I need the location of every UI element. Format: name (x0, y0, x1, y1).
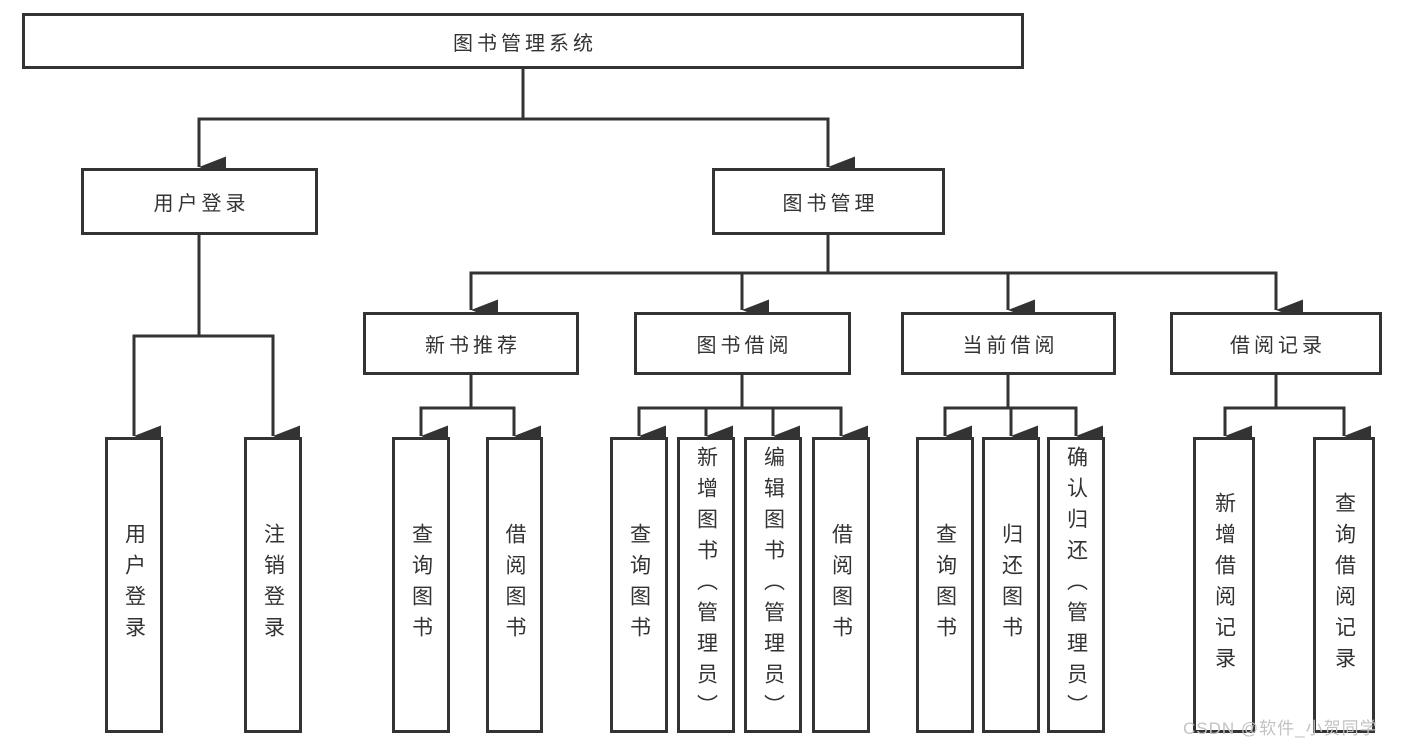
node-label: 查询图书 (409, 523, 433, 647)
node-label: 借阅图书 (503, 523, 526, 647)
node-label: 注销登录 (261, 523, 285, 647)
node-label: 借阅图书 (829, 523, 853, 647)
leaf-current-return-books: 归还图书 (982, 437, 1040, 733)
node-label: 用户登录 (153, 193, 250, 215)
leaf-recommend-borrow-books: 借阅图书 (486, 437, 543, 733)
node-label: 图书管理 (782, 193, 879, 215)
node-label: 当前借阅 (962, 335, 1059, 357)
leaf-borrowing-add-books-admin: 新增图书（管理员） (677, 437, 735, 733)
node-label: 新增图书（管理员） (694, 445, 718, 725)
node-label: 新增借阅记录 (1212, 492, 1236, 678)
leaf-current-confirm-return-admin: 确认归还（管理员） (1047, 437, 1105, 733)
plain-wires (132, 69, 1346, 410)
node-label: 查询图书 (933, 523, 957, 647)
node-label: 查询图书 (627, 523, 651, 647)
node-label: 图书借阅 (696, 335, 793, 357)
node-root-system: 图书管理系统 (22, 13, 1024, 69)
node-label: 查询借阅记录 (1332, 492, 1356, 678)
leaf-current-query-books: 查询图书 (916, 437, 974, 733)
node-label: 归还图书 (999, 523, 1023, 647)
leaf-borrowing-edit-books-admin: 编辑图书（管理员） (744, 437, 802, 733)
node-book-management: 图书管理 (712, 168, 945, 235)
leaf-logout: 注销登录 (244, 437, 302, 733)
leaf-recommend-query-books: 查询图书 (392, 437, 450, 733)
arrow-wires (132, 119, 1371, 447)
node-label: 确认归还（管理员） (1064, 445, 1088, 725)
node-label: 新书推荐 (425, 335, 521, 357)
csdn-watermark: CSDN @软件_小贺同学 (1183, 719, 1378, 738)
node-current-borrowing: 当前借阅 (901, 312, 1116, 375)
leaf-records-add-record: 新增借阅记录 (1193, 437, 1255, 733)
leaf-records-query-record: 查询借阅记录 (1313, 437, 1375, 733)
node-label: 用户登录 (122, 523, 146, 647)
leaf-borrowing-query-books: 查询图书 (610, 437, 668, 733)
node-label: 图书管理系统 (453, 32, 597, 55)
leaf-user-login: 用户登录 (105, 437, 163, 733)
node-label: 编辑图书（管理员） (761, 445, 785, 725)
node-user-login: 用户登录 (81, 168, 318, 235)
node-new-book-recommend: 新书推荐 (363, 312, 579, 375)
node-borrow-records: 借阅记录 (1170, 312, 1382, 375)
leaf-borrowing-borrow-books: 借阅图书 (812, 437, 870, 733)
node-book-borrowing: 图书借阅 (634, 312, 851, 375)
node-label: 借阅记录 (1230, 335, 1326, 357)
